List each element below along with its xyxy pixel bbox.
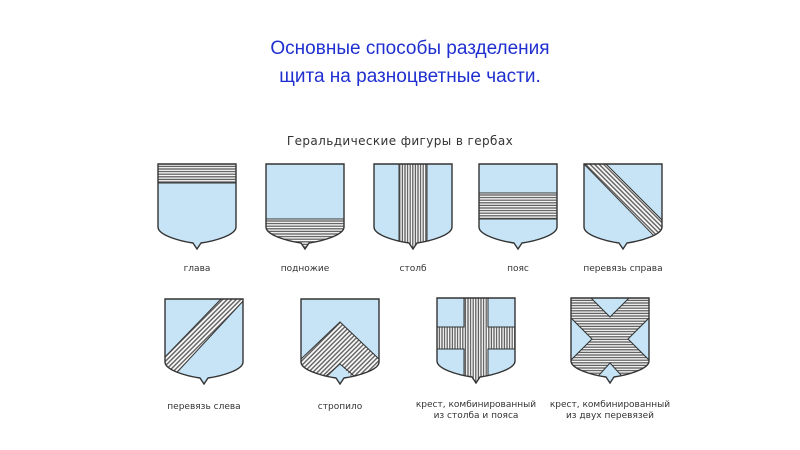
- caption-podnozhie: подножие: [280, 264, 330, 274]
- shield-bend-sinister-icon: [164, 298, 244, 386]
- caption-krest-line-1: крест, комбинированный: [415, 400, 537, 410]
- shield-chevron-icon: [300, 298, 380, 386]
- shield-fess-icon: [478, 163, 558, 251]
- shield-chief-icon: [157, 163, 237, 251]
- slide-title-line-1: Основные способы разделения: [270, 38, 550, 59]
- caption-krest: крест, комбинированный из столба и пояса: [411, 400, 541, 422]
- caption-perevyaz-sleva: перевязь слева: [167, 402, 241, 412]
- shield-pale-icon: [373, 163, 453, 251]
- caption-perevyaz-sprava: перевязь справа: [583, 264, 663, 274]
- shield-base-icon: [265, 163, 345, 251]
- caption-saltire: крест, комбинированный из двух перевязей: [545, 400, 675, 422]
- figure-heading: Геральдические фигуры в гербах: [286, 134, 514, 148]
- caption-krest-line-2: из столба и пояса: [433, 411, 519, 421]
- caption-glava: глава: [183, 264, 211, 274]
- shield-saltire-icon: [570, 297, 650, 385]
- shield-bend-icon: [583, 163, 663, 251]
- shield-cross-icon: [436, 297, 516, 385]
- caption-stolb: столб: [399, 264, 427, 274]
- slide-title-line-2: щита на разноцветные части.: [279, 66, 541, 87]
- caption-saltire-line-1: крест, комбинированный: [549, 400, 671, 410]
- caption-saltire-line-2: из двух перевязей: [565, 411, 655, 421]
- caption-stropilo: стропило: [317, 402, 363, 412]
- caption-poyas: пояс: [507, 264, 529, 274]
- slide-title: Основные способы разделения щита на разн…: [200, 35, 620, 91]
